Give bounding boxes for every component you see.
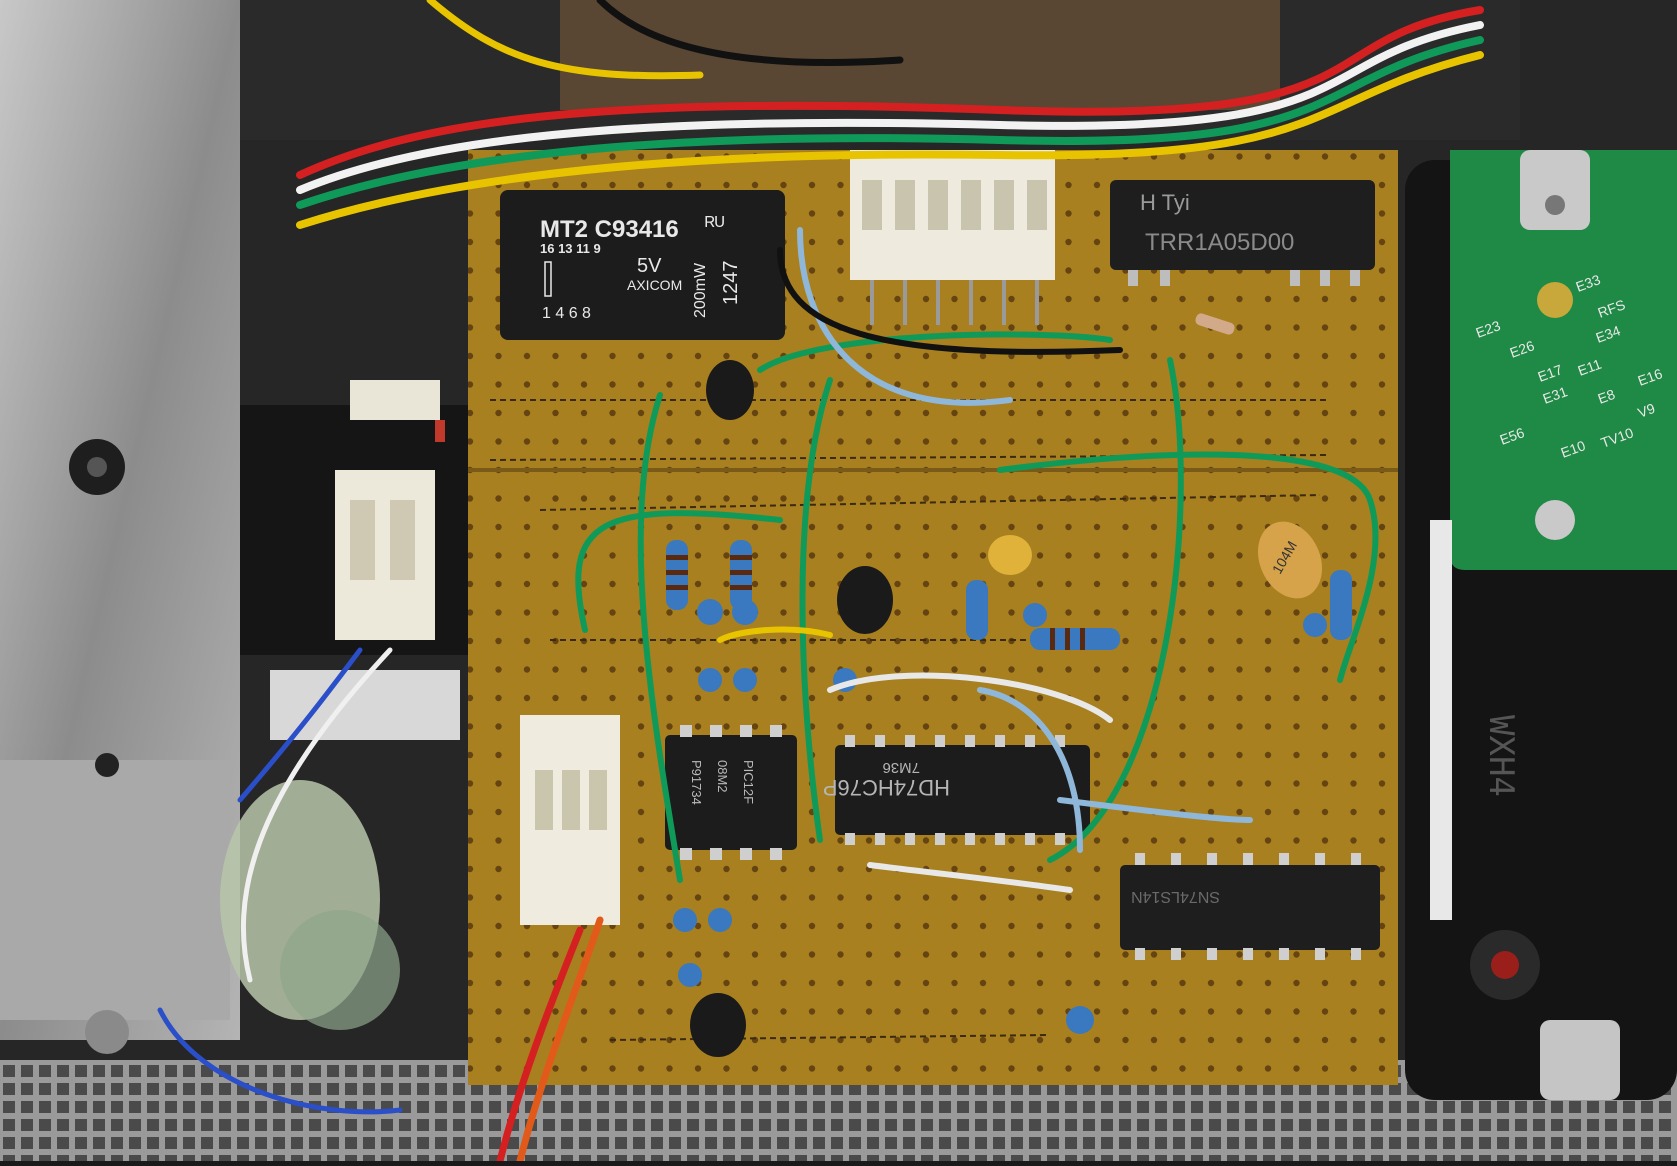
foil-bracket-lower (0, 760, 230, 1020)
ul-mark-icon: ᴿᵁ (705, 212, 724, 237)
six-pin-connector (850, 150, 1055, 325)
small-led (435, 420, 445, 442)
hdd-pcb-label: V9 (1636, 400, 1658, 421)
reed-relay-part: TRR1A05D00 (1145, 229, 1294, 256)
pcb-screw-icon (1535, 500, 1575, 540)
chip-pin (1351, 853, 1361, 865)
pic-chip: P91734 08M2 PIC12F (665, 725, 797, 860)
third-chip-part: SN74LS14N (1131, 888, 1220, 905)
chip-pin (845, 735, 855, 747)
hdd-serial-text: WXH4 (1481, 715, 1521, 797)
chip-pin (1025, 833, 1035, 845)
chip-pin (1171, 948, 1181, 960)
pic-line1: PIC12F (741, 760, 756, 804)
chip-pin (1171, 853, 1181, 865)
ribbon-cable (560, 0, 1280, 110)
pcb-pad-icon (1537, 282, 1573, 318)
chip-pin (1135, 948, 1145, 960)
pic-line2: 08M2 (715, 760, 730, 793)
reed-relay-chip: H Tyi TRR1A05D00 (1110, 180, 1375, 286)
chip-pin (965, 833, 975, 845)
chip-pin (995, 735, 1005, 747)
relay-pins-top: 16 13 11 9 (540, 241, 601, 256)
ceramic-capacitor-104: 104M (1257, 521, 1323, 599)
hdd-pcb (1450, 150, 1677, 570)
transistor-icon (706, 360, 754, 420)
relay-power: 200mW (692, 262, 709, 318)
chip-pin (1243, 948, 1253, 960)
chip-pin (1135, 853, 1145, 865)
screw-icon (85, 1010, 129, 1054)
transistor-icon (837, 566, 893, 634)
chip-pin (935, 735, 945, 747)
hdd-bracket (1520, 150, 1590, 230)
relay-date: 1247 (720, 261, 742, 306)
logic-chip: HD74HC76P 7M36 (823, 735, 1090, 845)
chip-pin (965, 735, 975, 747)
hdd-pcb-label: E11 (1576, 356, 1604, 379)
relay-model: MT2 C93416 (540, 216, 679, 243)
transistor-icon (690, 993, 746, 1057)
ceramic-capacitor (988, 535, 1032, 575)
resistors (666, 540, 1352, 650)
chip-pin (1279, 853, 1289, 865)
relay-brand: AXICOM (627, 277, 682, 293)
chip-pin (905, 833, 915, 845)
chip-pin (1055, 735, 1065, 747)
white-plug-small (350, 380, 440, 420)
relay-voltage: 5V (637, 255, 662, 277)
three-pin-connector (520, 715, 620, 925)
chip-pin (1207, 853, 1217, 865)
chip-pin (995, 833, 1005, 845)
hdd-barcode-label (1430, 520, 1452, 920)
hdd-foot (1540, 1020, 1620, 1100)
chip-pin (1243, 853, 1253, 865)
logic-chip-part: HD74HC76P (823, 775, 950, 800)
third-chip: SN74LS14N (1120, 853, 1380, 960)
chip-pin (935, 833, 945, 845)
chip-pin (1207, 948, 1217, 960)
chip-pin (1279, 948, 1289, 960)
pic-line3: P91734 (689, 760, 704, 805)
chip-pin (1025, 735, 1035, 747)
logic-chip-code: 7M36 (882, 759, 920, 776)
chip-pin (1315, 853, 1325, 865)
hole-icon (95, 753, 119, 777)
chip-pin (1315, 948, 1325, 960)
chip-pin (905, 735, 915, 747)
relay-pins-bottom: 1 4 6 8 (542, 305, 591, 322)
chip-pin (845, 833, 855, 845)
hdd-pcb-label: E8 (1596, 386, 1618, 407)
reed-relay-logo: H Tyi (1140, 190, 1190, 215)
relay: MT2 C93416 16 13 11 9 5V AXICOM 200mW 12… (500, 190, 785, 340)
diode-icon (1195, 313, 1235, 335)
chip-pin (1351, 948, 1361, 960)
chip-pin (875, 833, 885, 845)
chip-pin (875, 735, 885, 747)
chip-pin (1055, 833, 1065, 845)
wires (157, 0, 1484, 1165)
